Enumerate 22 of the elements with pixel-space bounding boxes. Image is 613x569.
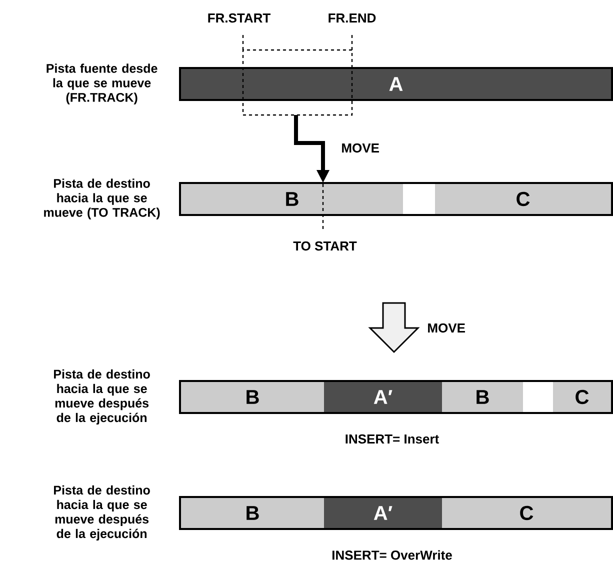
track-segment: B [442, 382, 523, 412]
track-segment: B [181, 184, 403, 214]
mode-label: INSERT= OverWrite [332, 550, 452, 560]
edge-label: MOVE [340, 142, 380, 154]
track-segment: C [553, 382, 611, 412]
track-bar: A [179, 67, 613, 101]
marker-label: FR.START [208, 13, 270, 23]
step-label: MOVE [428, 323, 465, 333]
track-segment: B [181, 382, 324, 412]
track-label: Pista de destino hacia la que se mueve después de la ejecución [54, 485, 150, 541]
track-label: Pista de destino hacia la que se mueve después de la ejecución [54, 369, 150, 425]
track-label: Pista de destino hacia la que se mueve (TO TRACK) [44, 178, 160, 220]
track-segment: C [435, 184, 611, 214]
marker-label: FR.END [328, 14, 376, 22]
mode-label: INSERT= Insert [346, 434, 439, 444]
track-segment: A′ [324, 382, 442, 412]
track-segment: C [442, 498, 611, 528]
track-label: Pista fuente desde la que se mueve (FR.TRACK) [46, 64, 158, 104]
marker-label: TO START [293, 241, 357, 251]
track-segment: A′ [324, 498, 442, 528]
selection-box [242, 49, 353, 116]
track-segment: B [181, 498, 324, 528]
